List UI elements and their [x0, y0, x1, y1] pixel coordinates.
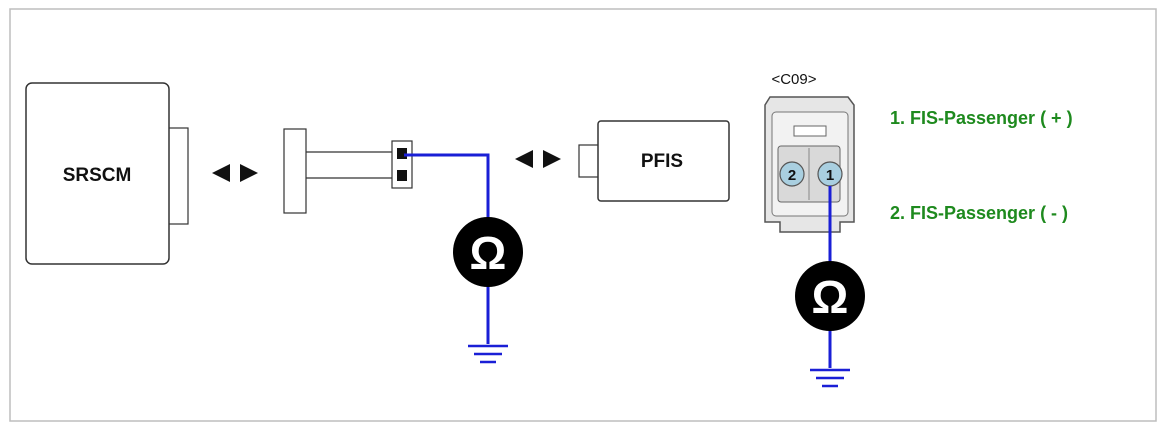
- pfis-label: PFIS: [641, 151, 683, 172]
- harness-terminal-upper: [397, 148, 407, 159]
- legend-item-pin-1: 1. FIS-Passenger ( + ): [890, 108, 1073, 128]
- ohmmeter-symbol: Ω: [812, 271, 849, 323]
- ohmmeter-icon: Ω: [453, 217, 523, 287]
- pin-1-number: 1: [826, 167, 834, 184]
- pin-2-number: 2: [788, 167, 796, 184]
- diagram-border: [9, 8, 1157, 422]
- legend-item-pin-2: 2. FIS-Passenger ( - ): [890, 203, 1068, 223]
- ohmmeter-symbol: Ω: [470, 227, 507, 279]
- harness-terminal-lower: [397, 170, 407, 181]
- srscm-label: SRSCM: [63, 165, 132, 186]
- direction-arrows-icon: [515, 150, 561, 168]
- harness-connector: [283, 128, 413, 214]
- connector-label: <C09>: [771, 71, 816, 88]
- pfis-module: PFIS: [578, 120, 730, 202]
- left-measurement-wire: [404, 153, 490, 344]
- pin-1: 1: [817, 161, 843, 187]
- ohmmeter-icon: Ω: [795, 261, 865, 331]
- srscm-module: SRSCM: [25, 82, 189, 265]
- pin-2: 2: [779, 161, 805, 187]
- ground-icon: [810, 368, 850, 388]
- direction-arrows-icon: [212, 164, 258, 182]
- connector-c09: 2 1: [764, 96, 855, 233]
- ground-icon: [468, 344, 508, 364]
